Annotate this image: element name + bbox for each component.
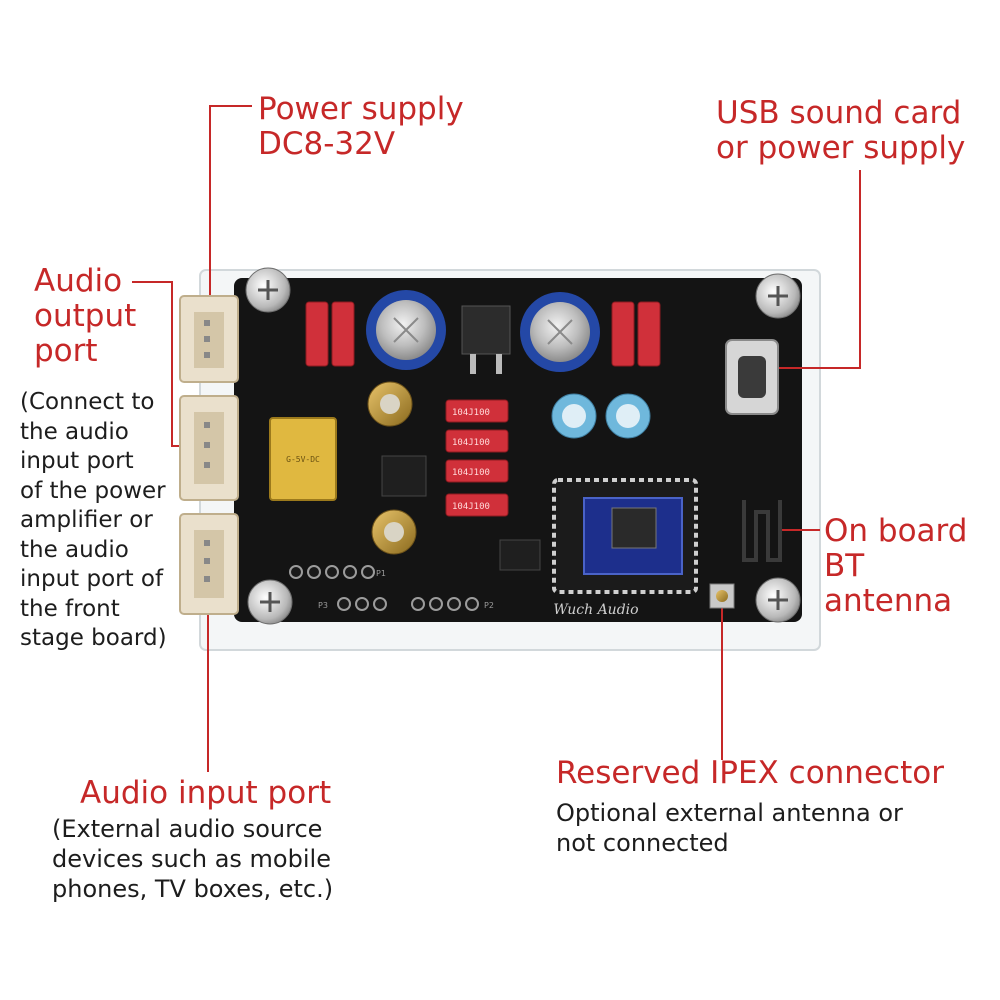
gold-capacitors <box>367 381 417 555</box>
electrolytic-capacitors <box>366 290 600 372</box>
header-label-p1: P1 <box>376 569 386 578</box>
leader-usb <box>768 170 861 369</box>
screw-bottom-right <box>755 577 801 623</box>
ipex-note: Optional external antenna or not connect… <box>556 799 903 857</box>
corner-screws <box>245 267 801 625</box>
left-connectors <box>179 295 239 615</box>
screw-top-left <box>245 267 291 313</box>
power-supply-label: Power supply DC8-32V <box>258 91 464 162</box>
header-labels: P1 P2 P3 <box>318 569 494 610</box>
screw-top-right <box>755 273 801 319</box>
leader-power <box>209 105 252 330</box>
audio-input-note: (External audio source devices such as m… <box>52 815 334 903</box>
pin-headers <box>289 565 479 611</box>
header-label-p2: P2 <box>484 601 494 610</box>
cap-marking-2: 104J100 <box>452 438 490 448</box>
film-capacitors <box>305 301 661 517</box>
cap-marking-4: 104J100 <box>452 502 490 512</box>
relay: G-5V-DC <box>269 417 337 501</box>
brand-mark: Wuch Audio <box>553 602 638 618</box>
film-capacitor-markings: 104J100 104J100 104J100 104J100 <box>452 408 490 512</box>
ipex-label: Reserved IPEX connector <box>556 755 944 791</box>
screw-bottom-left <box>247 579 293 625</box>
header-label-p3: P3 <box>318 601 328 610</box>
usb-label: USB sound card or power supply <box>716 95 966 166</box>
audio-input-connector-upper <box>179 395 239 501</box>
audio-input-connector-lower <box>179 513 239 615</box>
bt-antenna-label: On board BT antenna <box>824 513 968 619</box>
usb-c-port <box>725 339 779 415</box>
ic-chips <box>381 455 541 571</box>
voltage-regulator <box>461 305 511 374</box>
leader-lines <box>132 105 861 772</box>
cap-marking-3: 104J100 <box>452 468 490 478</box>
audio-output-connector <box>179 295 239 383</box>
audio-output-label: Audio output port <box>34 263 137 369</box>
audio-input-label: Audio input port <box>80 775 332 811</box>
relay-marking: G-5V-DC <box>286 455 320 464</box>
audio-output-note: (Connect to the audio input port of the … <box>20 389 167 651</box>
pcb-antenna <box>742 500 782 562</box>
bt-module <box>552 478 698 594</box>
ipex-connector <box>709 583 735 609</box>
blue-capacitors <box>551 393 651 439</box>
cap-marking-1: 104J100 <box>452 408 490 418</box>
